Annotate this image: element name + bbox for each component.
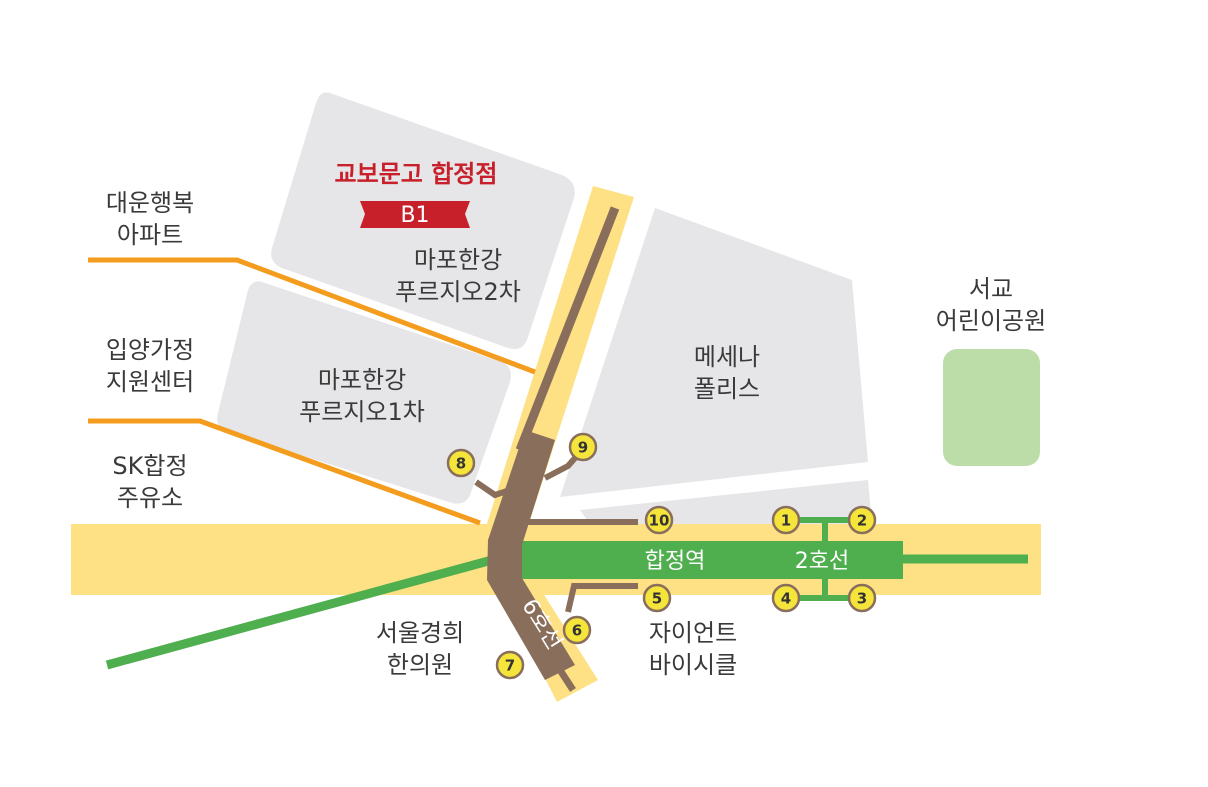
exit-markers: 1 2 3 4 5 6 7 8 9 10 (446, 432, 877, 680)
exit-8-number: 8 (456, 455, 466, 473)
label-park-2: 어린이공원 (936, 307, 1046, 335)
exit-8[interactable]: 8 (446, 448, 476, 478)
store-name: 교보문고 합정점 (335, 160, 498, 188)
exit-5[interactable]: 5 (642, 583, 672, 613)
station-name: 합정역 (645, 549, 706, 574)
exit-5-number: 5 (652, 590, 662, 608)
exit-9[interactable]: 9 (568, 432, 598, 462)
label-prugio1-1: 마포한강 (318, 366, 406, 394)
label-hospital-2: 한의원 (387, 651, 453, 679)
line6-track-north (515, 206, 620, 452)
exit-1[interactable]: 1 (771, 505, 801, 535)
exit-2-number: 2 (857, 512, 867, 530)
label-sk-2: 주유소 (117, 484, 183, 512)
exit-6[interactable]: 6 (562, 615, 592, 645)
store-floor: B1 (400, 203, 429, 228)
exit-3[interactable]: 3 (847, 583, 877, 613)
label-prugio2-1: 마포한강 (414, 246, 502, 274)
store-floor-badge (360, 201, 470, 228)
line2-track-west (105, 555, 494, 670)
label-ipyang-1: 입양가정 (106, 336, 194, 364)
exit-7[interactable]: 7 (495, 650, 525, 680)
label-giant-1: 자이언트 (649, 619, 737, 647)
label-daewoon-2: 아파트 (117, 221, 183, 249)
exit-1-number: 1 (781, 512, 791, 530)
label-park-1: 서교 (969, 275, 1013, 303)
exit-2[interactable]: 2 (847, 505, 877, 535)
exit-9-number: 9 (578, 439, 588, 457)
label-ipyang-2: 지원센터 (106, 368, 194, 396)
line2-label: 2호선 (795, 549, 849, 574)
orange-road-ipyang (88, 418, 481, 526)
label-sk-1: SK합정 (112, 452, 187, 480)
label-prugio1-2: 푸르지오1차 (299, 398, 425, 426)
building-mecenat (560, 208, 868, 497)
passage-exit-5-6 (565, 583, 638, 613)
exit-7-number: 7 (505, 657, 515, 675)
building-prugio1 (217, 281, 511, 504)
label-daewoon-1: 대운행복 (106, 189, 194, 217)
exit-3-number: 3 (857, 590, 867, 608)
exit-4[interactable]: 4 (771, 583, 801, 613)
park-area (943, 349, 1040, 466)
orange-road-daewoon (88, 257, 536, 375)
exit-6-number: 6 (572, 622, 582, 640)
exit-10-number: 10 (649, 512, 670, 530)
label-giant-2: 바이시클 (649, 651, 737, 679)
line2-platform (505, 541, 903, 579)
exit-4-number: 4 (781, 590, 791, 608)
passage-exit-8 (474, 479, 517, 499)
exit-10[interactable]: 10 (644, 505, 674, 535)
label-mecenat-2: 폴리스 (694, 375, 760, 403)
label-hospital-1: 서울경희 (376, 619, 464, 647)
label-mecenat-1: 메세나 (694, 343, 760, 371)
line6-track-south (557, 668, 576, 692)
label-prugio2-2: 푸르지오2차 (395, 278, 521, 306)
